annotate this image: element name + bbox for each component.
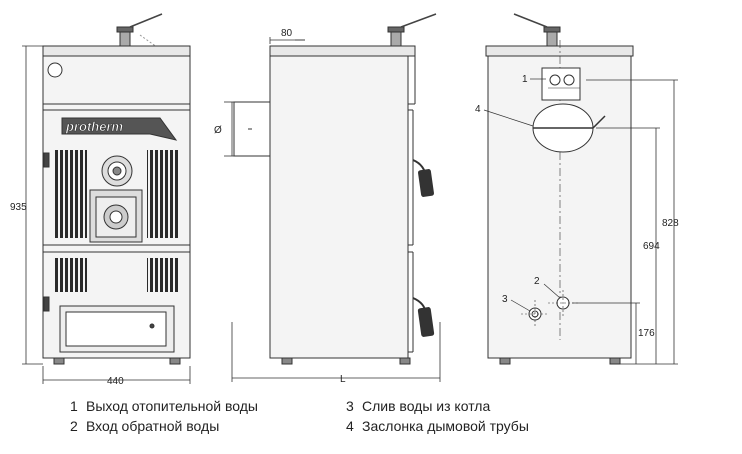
callout-4: 4 xyxy=(475,104,481,115)
front-view xyxy=(42,13,191,365)
dimension-pipe-offset: 80 xyxy=(281,28,293,39)
callout-1: 1 xyxy=(522,74,528,85)
brand-logo xyxy=(61,117,178,141)
dimension-height-176: 176 xyxy=(638,328,655,339)
dimension-flue-diameter: Ø xyxy=(214,125,222,136)
dimension-length: L xyxy=(340,374,346,385)
side-dimensions xyxy=(224,37,441,382)
dimension-width: 440 xyxy=(107,376,124,387)
front-dimensions xyxy=(22,45,191,384)
rear-view xyxy=(485,13,634,365)
dimension-height: 935 xyxy=(10,202,27,213)
rear-dimensions xyxy=(572,79,678,365)
callout-2: 2 xyxy=(534,276,540,287)
dimension-height-828: 828 xyxy=(662,218,679,229)
dimension-height-694: 694 xyxy=(643,241,660,252)
side-view xyxy=(233,13,437,365)
callout-3: 3 xyxy=(502,294,508,305)
callout-leaders xyxy=(483,78,561,312)
